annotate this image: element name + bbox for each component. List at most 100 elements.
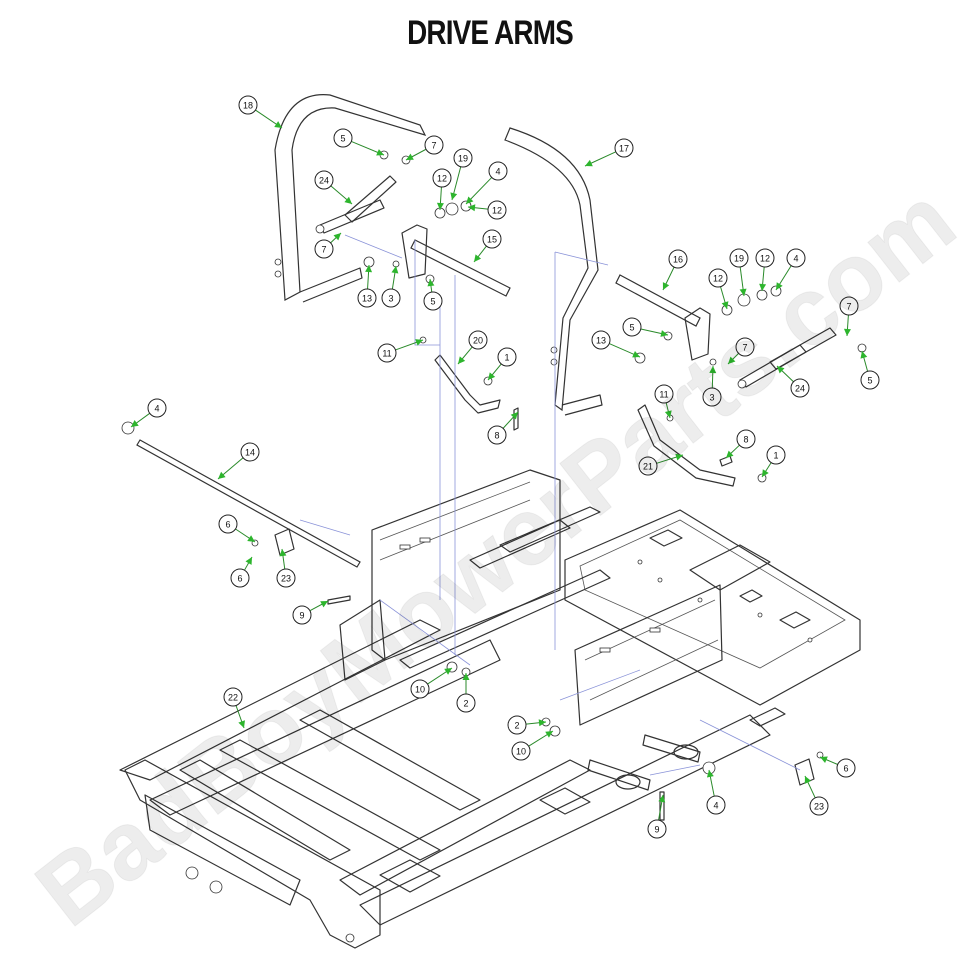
callout-c16: 16 xyxy=(668,249,688,269)
leader-arrow-c6c xyxy=(820,756,828,763)
callout-c14: 14 xyxy=(240,442,260,462)
leader-arrow-c10a xyxy=(444,668,452,675)
callout-bubble xyxy=(591,330,611,350)
callout-bubble xyxy=(647,819,667,839)
callout-bubble xyxy=(357,288,377,308)
leader-arrow-c13b xyxy=(632,350,640,358)
callout-label: 19 xyxy=(734,254,744,264)
callout-c1a: 1 xyxy=(497,347,517,367)
callout-label: 17 xyxy=(619,144,629,154)
leader-arrow-c11a xyxy=(415,339,423,346)
callout-c8a: 8 xyxy=(487,425,507,445)
leader-arrow-c4c xyxy=(131,420,139,427)
leader-arrow-c15 xyxy=(474,254,482,262)
callout-c13a: 13 xyxy=(357,288,377,308)
callout-label: 24 xyxy=(795,384,805,394)
callout-c1b: 1 xyxy=(766,445,786,465)
leader-arrow-c5a xyxy=(376,149,384,156)
callout-bubble xyxy=(755,248,775,268)
callout-label: 7 xyxy=(321,245,326,255)
leader-arrow-c3a xyxy=(391,266,399,274)
callout-label: 12 xyxy=(713,274,723,284)
linkage-21 xyxy=(637,404,736,487)
callout-bubble xyxy=(511,741,531,761)
leader-arrow-c5d xyxy=(860,351,868,359)
leader-arrow-c12a xyxy=(436,202,444,210)
callout-c7b: 7 xyxy=(314,239,334,259)
callout-c5b: 5 xyxy=(423,291,443,311)
chassis-frame xyxy=(119,469,861,949)
leader-arrow-c8b xyxy=(726,450,734,458)
callout-bubble xyxy=(497,347,517,367)
callout-bubble xyxy=(410,679,430,699)
callout-label: 6 xyxy=(237,574,242,584)
callout-c2b: 2 xyxy=(507,715,527,735)
callout-bubble xyxy=(314,239,334,259)
leader-arrow-c20 xyxy=(458,356,466,364)
callout-label: 8 xyxy=(743,435,748,445)
leader-arrow-c12c xyxy=(721,301,729,309)
callout-label: 8 xyxy=(494,431,499,441)
leader-arrow-c21 xyxy=(675,453,683,461)
callout-c5a: 5 xyxy=(333,128,353,148)
callout-bubble xyxy=(790,378,810,398)
leader-arrow-c13a xyxy=(365,265,373,273)
callout-label: 1 xyxy=(773,451,778,461)
callout-bubble xyxy=(230,568,250,588)
callout-c6b: 6 xyxy=(230,568,250,588)
callout-bubble xyxy=(836,758,856,778)
callout-label: 3 xyxy=(709,393,714,403)
callout-bubble xyxy=(292,605,312,625)
callout-bubble xyxy=(622,317,642,337)
callout-c5c: 5 xyxy=(622,317,642,337)
callout-bubble xyxy=(668,249,688,269)
leader-arrow-c16 xyxy=(662,282,670,290)
leader-arrow-c12d xyxy=(759,283,767,291)
callout-bubble xyxy=(860,370,880,390)
callout-c23a: 23 xyxy=(276,568,296,588)
leader-arrow-c24a xyxy=(344,196,352,204)
callout-bubble xyxy=(381,288,401,308)
callout-bubble xyxy=(638,456,658,476)
callout-c24a: 24 xyxy=(314,170,334,190)
callout-c13b: 13 xyxy=(591,330,611,350)
callout-bubble xyxy=(487,425,507,445)
callout-c4b: 4 xyxy=(786,248,806,268)
callout-bubble xyxy=(147,398,167,418)
callout-label: 10 xyxy=(516,747,526,757)
callout-c12d: 12 xyxy=(755,248,775,268)
leader-arrow-c17 xyxy=(585,159,593,167)
leader-arrow-c4d xyxy=(706,770,714,778)
damper-left xyxy=(315,175,397,234)
callout-label: 7 xyxy=(742,343,747,353)
rod-14 xyxy=(136,439,361,568)
callout-label: 20 xyxy=(473,336,483,346)
callout-label: 9 xyxy=(299,611,304,621)
callout-c12b: 12 xyxy=(487,200,507,220)
callout-label: 6 xyxy=(225,520,230,530)
callout-label: 15 xyxy=(487,235,497,245)
callout-label: 13 xyxy=(596,336,606,346)
leader-arrow-c22 xyxy=(238,720,245,728)
callout-c7a: 7 xyxy=(424,135,444,155)
callout-c20: 20 xyxy=(468,330,488,350)
leader-arrow-c19a xyxy=(450,192,458,200)
callout-label: 23 xyxy=(814,802,824,812)
callout-c15: 15 xyxy=(482,229,502,249)
callout-c3a: 3 xyxy=(381,288,401,308)
callout-label: 10 xyxy=(415,685,425,695)
leader-arrow-c19b xyxy=(739,288,747,296)
callout-c6a: 6 xyxy=(218,514,238,534)
callout-bubble xyxy=(729,248,749,268)
shaft-16 xyxy=(615,274,701,327)
leader-arrow-c14 xyxy=(218,471,226,479)
callout-c24b: 24 xyxy=(790,378,810,398)
callout-bubble xyxy=(702,387,722,407)
callout-label: 3 xyxy=(388,294,393,304)
callout-bubble xyxy=(839,296,859,316)
callout-label: 21 xyxy=(643,462,653,472)
callout-c22: 22 xyxy=(223,687,243,707)
callout-bubble xyxy=(453,148,473,168)
